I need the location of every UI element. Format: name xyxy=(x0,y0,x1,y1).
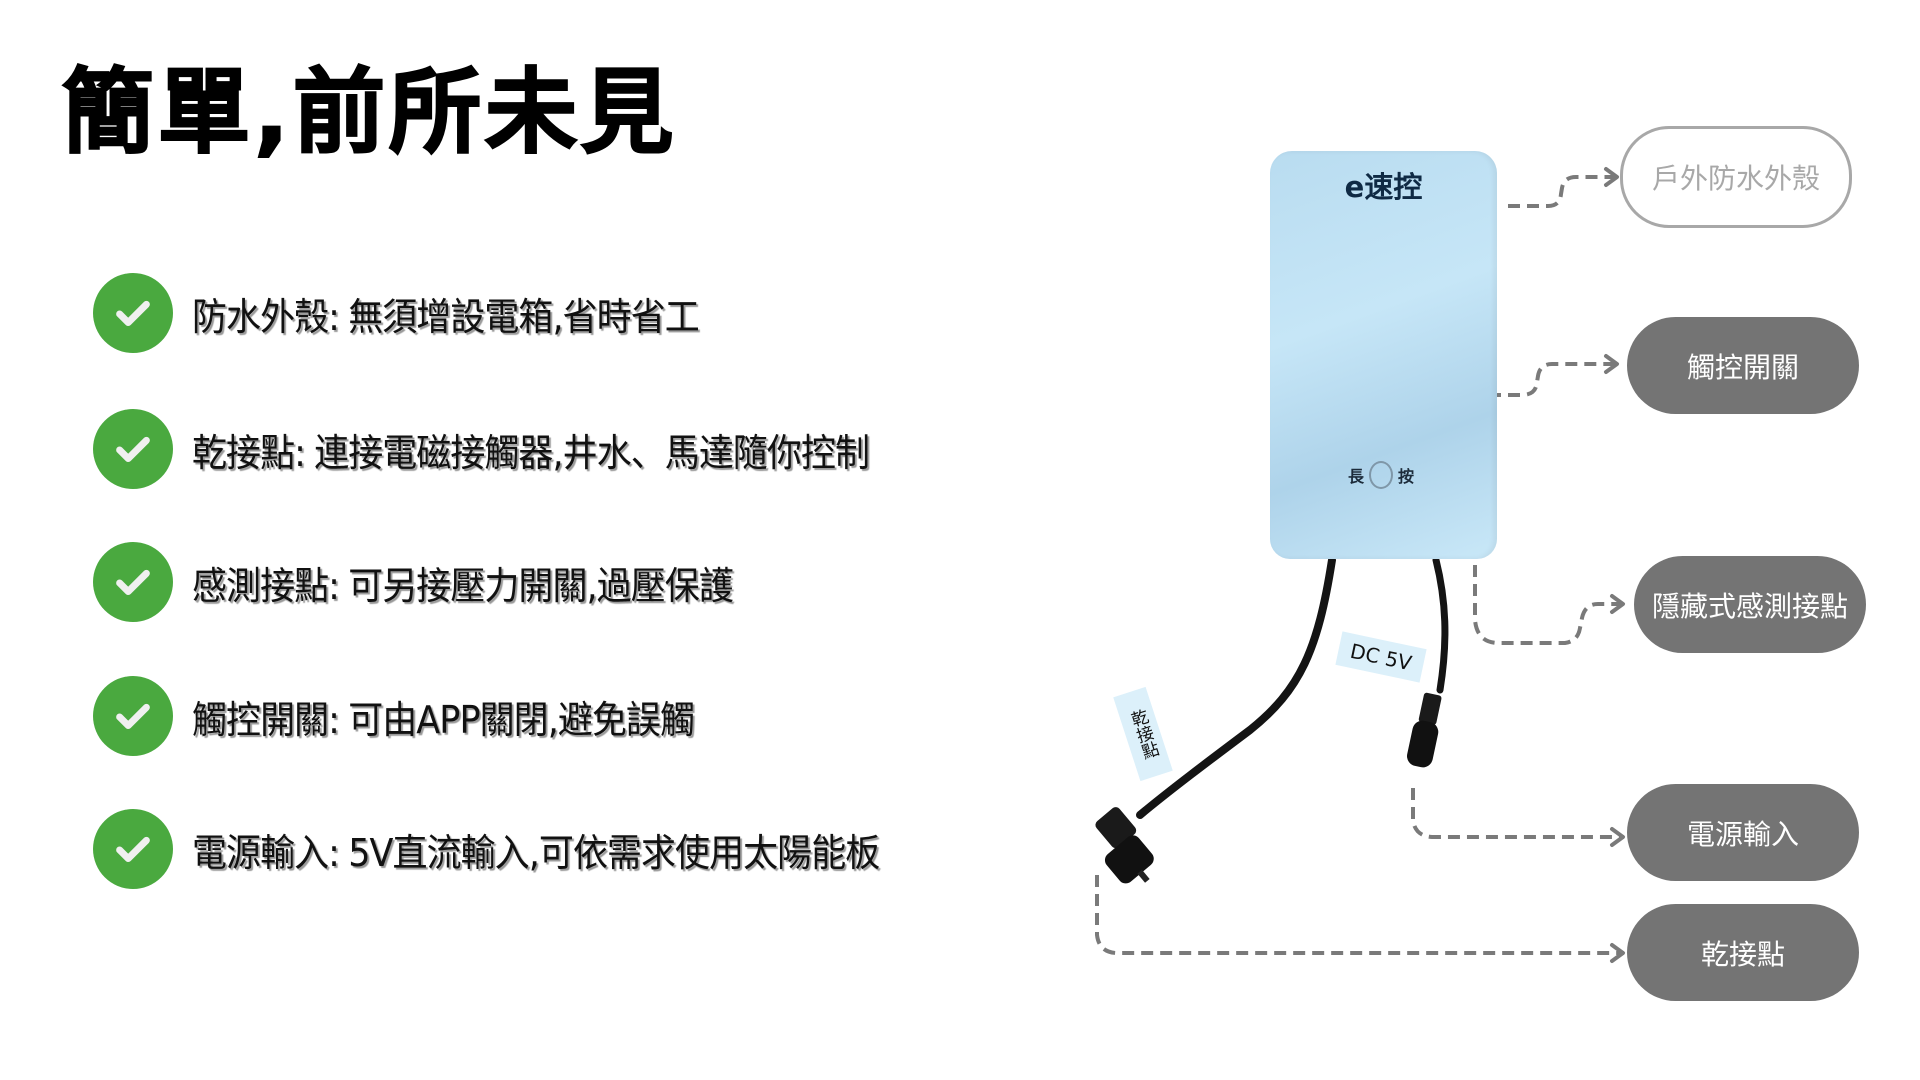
feature-item-sensor: 感測接點:可另接壓力開關,過壓保護 xyxy=(93,542,780,622)
feature-text: 感測接點:可另接壓力開關,過壓保護 xyxy=(192,563,734,608)
check-icon xyxy=(93,409,173,489)
feature-item-dry-contact: 乾接點:連接電磁接觸器,井水、馬達隨你控制 xyxy=(93,409,928,489)
check-icon xyxy=(93,542,173,622)
callout-touch-switch: 觸控開關 xyxy=(1627,317,1859,414)
arrow-head-icon xyxy=(1610,594,1625,614)
arrow-head-icon xyxy=(1604,354,1619,374)
connector-touch xyxy=(1432,362,1618,397)
callout-hidden-sensor: 隱藏式感測接點 xyxy=(1634,556,1866,653)
arrow-head-icon xyxy=(1610,827,1625,847)
connector-sensor xyxy=(1473,565,1624,645)
connector-power xyxy=(1411,788,1624,839)
feature-text: 防水外殼:無須增設電箱,省時省工 xyxy=(192,294,700,339)
connector-dry xyxy=(1095,875,1624,955)
touch-button: 長 按 xyxy=(1348,461,1414,489)
page-title: 簡單,前所未見 xyxy=(61,58,677,167)
arrow-head-icon xyxy=(1604,167,1619,187)
arrow-head-icon xyxy=(1610,943,1625,963)
connector-housing xyxy=(1508,175,1618,208)
callout-power-input: 電源輸入 xyxy=(1627,784,1859,881)
device-brand-label: e速控 xyxy=(1344,170,1423,204)
feature-item-touch: 觸控開關:可由APP關閉,避免誤觸 xyxy=(93,676,738,756)
feature-item-waterproof: 防水外殼:無須增設電箱,省時省工 xyxy=(93,273,743,353)
check-icon xyxy=(93,809,173,889)
callout-housing: 戶外防水外殼 xyxy=(1620,126,1852,228)
device-photo: e速控 長 按 xyxy=(1270,151,1497,559)
feature-text: 乾接點:連接電磁接觸器,井水、馬達隨你控制 xyxy=(192,430,870,475)
feature-text: 觸控開關:可由APP關閉,避免誤觸 xyxy=(192,697,695,742)
feature-item-power: 電源輸入:5V直流輸入,可依需求使用太陽能板 xyxy=(93,809,939,889)
touch-ring-icon xyxy=(1369,461,1394,489)
check-icon xyxy=(93,676,173,756)
callout-dry-contact: 乾接點 xyxy=(1627,904,1859,1001)
check-icon xyxy=(93,273,173,353)
feature-text: 電源輸入:5V直流輸入,可依需求使用太陽能板 xyxy=(192,830,880,875)
